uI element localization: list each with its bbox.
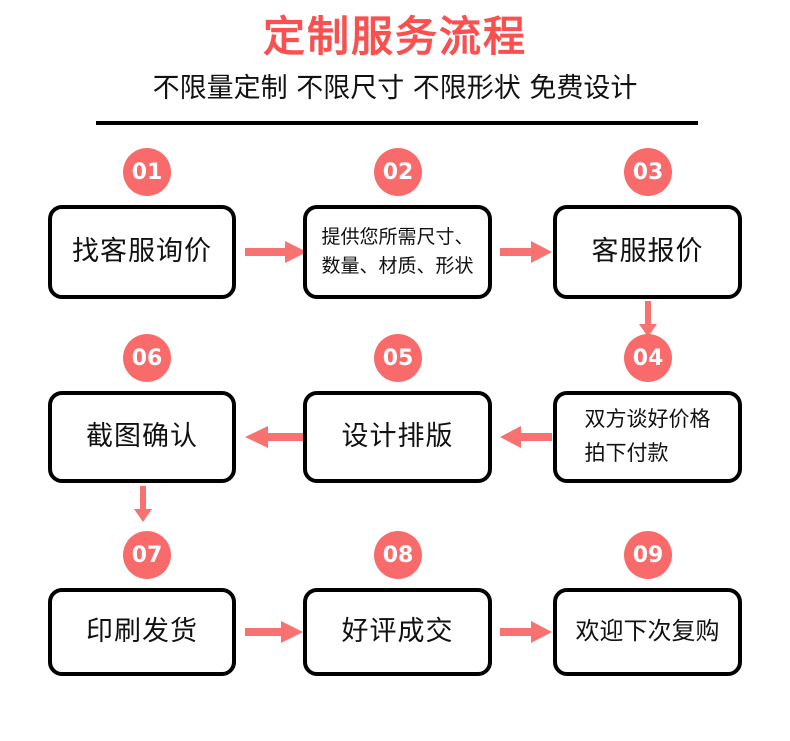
step-box-09-label: 欢迎下次复购 — [575, 617, 720, 646]
arrow-07-to-08 — [245, 618, 303, 646]
step-badge-03-number: 03 — [632, 159, 664, 185]
step-badge-01-number: 01 — [131, 159, 163, 185]
step-box-04[interactable]: 双方谈好价格 拍下付款 — [553, 391, 742, 483]
step-box-09[interactable]: 欢迎下次复购 — [553, 588, 742, 676]
step-box-03-label: 客服报价 — [591, 236, 704, 268]
arrow-01-to-02 — [245, 238, 307, 266]
step-box-06-label: 截图确认 — [86, 421, 198, 453]
step-box-02-label: 提供您所需尺寸、 数量、材质、形状 — [321, 225, 474, 277]
page-title: 定制服务流程 — [262, 12, 527, 61]
step-badge-05: 05 — [374, 334, 422, 382]
step-badge-06-number: 06 — [131, 345, 163, 371]
step-badge-06: 06 — [123, 334, 171, 382]
step-box-05[interactable]: 设计排版 — [303, 391, 492, 483]
step-badge-04-number: 04 — [632, 345, 664, 371]
header: 定制服务流程 不限量定制 不限尺寸 不限形状 免费设计 — [0, 0, 790, 128]
step-box-04-label: 双方谈好价格 拍下付款 — [584, 407, 711, 465]
step-box-05-label: 设计排版 — [341, 421, 454, 453]
step-badge-09-number: 09 — [632, 542, 664, 568]
step-box-06[interactable]: 截图确认 — [48, 391, 236, 483]
step-badge-04: 04 — [624, 334, 672, 382]
arrow-04-to-05 — [500, 423, 552, 451]
arrow-06-to-07 — [132, 486, 154, 522]
arrow-02-to-03 — [500, 238, 552, 266]
step-badge-08: 08 — [374, 531, 422, 579]
step-badge-02: 02 — [374, 148, 422, 196]
step-box-08-label: 好评成交 — [341, 616, 454, 648]
step-badge-01: 01 — [123, 148, 171, 196]
arrow-05-to-06 — [245, 423, 303, 451]
step-badge-07: 07 — [123, 531, 171, 579]
page-subtitle: 不限量定制 不限尺寸 不限形状 免费设计 — [152, 73, 638, 104]
arrow-03-to-04 — [637, 301, 659, 337]
step-box-08[interactable]: 好评成交 — [303, 588, 492, 676]
step-box-07-label: 印刷发货 — [86, 616, 198, 648]
header-divider — [96, 121, 698, 125]
step-badge-07-number: 07 — [131, 542, 163, 568]
step-badge-05-number: 05 — [382, 345, 414, 371]
step-box-02[interactable]: 提供您所需尺寸、 数量、材质、形状 — [303, 205, 492, 299]
step-box-01-label: 找客服询价 — [72, 236, 212, 268]
step-badge-02-number: 02 — [382, 159, 414, 185]
step-box-03[interactable]: 客服报价 — [553, 205, 742, 299]
step-box-07[interactable]: 印刷发货 — [48, 588, 236, 676]
step-badge-03: 03 — [624, 148, 672, 196]
arrow-08-to-09 — [500, 618, 552, 646]
step-badge-08-number: 08 — [382, 542, 414, 568]
step-badge-09: 09 — [624, 531, 672, 579]
step-box-01[interactable]: 找客服询价 — [48, 205, 236, 299]
